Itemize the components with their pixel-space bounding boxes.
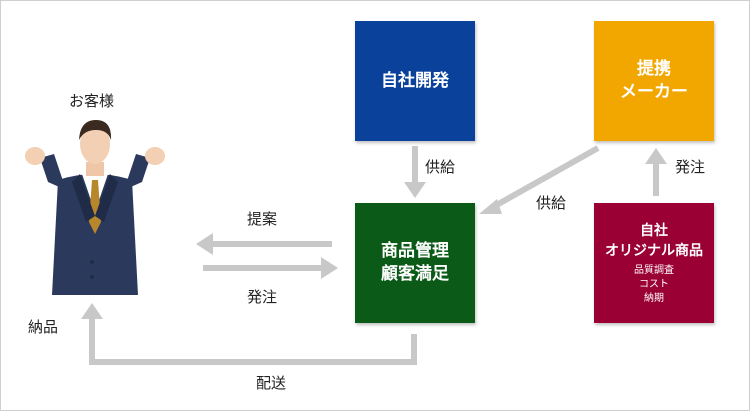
order-arrowhead-customer [321,257,338,279]
order-arrowhead-maker [645,148,667,164]
delivery-label: 納品 [28,318,59,336]
delivery-arrow [89,318,417,365]
own-original-label: 自社 オリジナル商品 [605,222,703,259]
supply-arrow-maker [491,145,600,210]
supply-arrowhead-maker [479,199,502,214]
product-mgmt-box: 商品管理 顧客満足 [355,203,475,323]
customer-figure [25,120,165,295]
order-label-maker: 発注 [675,158,706,176]
supply-label-maker: 供給 [536,194,567,212]
proposal-label: 提案 [247,210,278,228]
supply-label-dev: 供給 [425,158,456,176]
delivery-arrowhead [81,303,103,319]
order-label-customer: 発注 [247,288,278,306]
shipping-label: 配送 [256,374,287,392]
supply-arrowhead-dev [404,182,426,198]
partner-maker-box: 提携 メーカー [594,21,714,141]
in-house-dev-box: 自社開発 [355,21,475,141]
customer-label: お客様 [69,92,115,110]
own-original-box: 自社 オリジナル商品 品質調査 コスト 納期 [594,203,714,323]
in-house-dev-label: 自社開発 [381,70,449,91]
own-original-details: 品質調査 コスト 納期 [634,264,674,304]
partner-maker-label: 提携 メーカー [620,59,688,102]
proposal-arrowhead [196,233,213,255]
product-mgmt-label: 商品管理 顧客満足 [381,241,449,284]
